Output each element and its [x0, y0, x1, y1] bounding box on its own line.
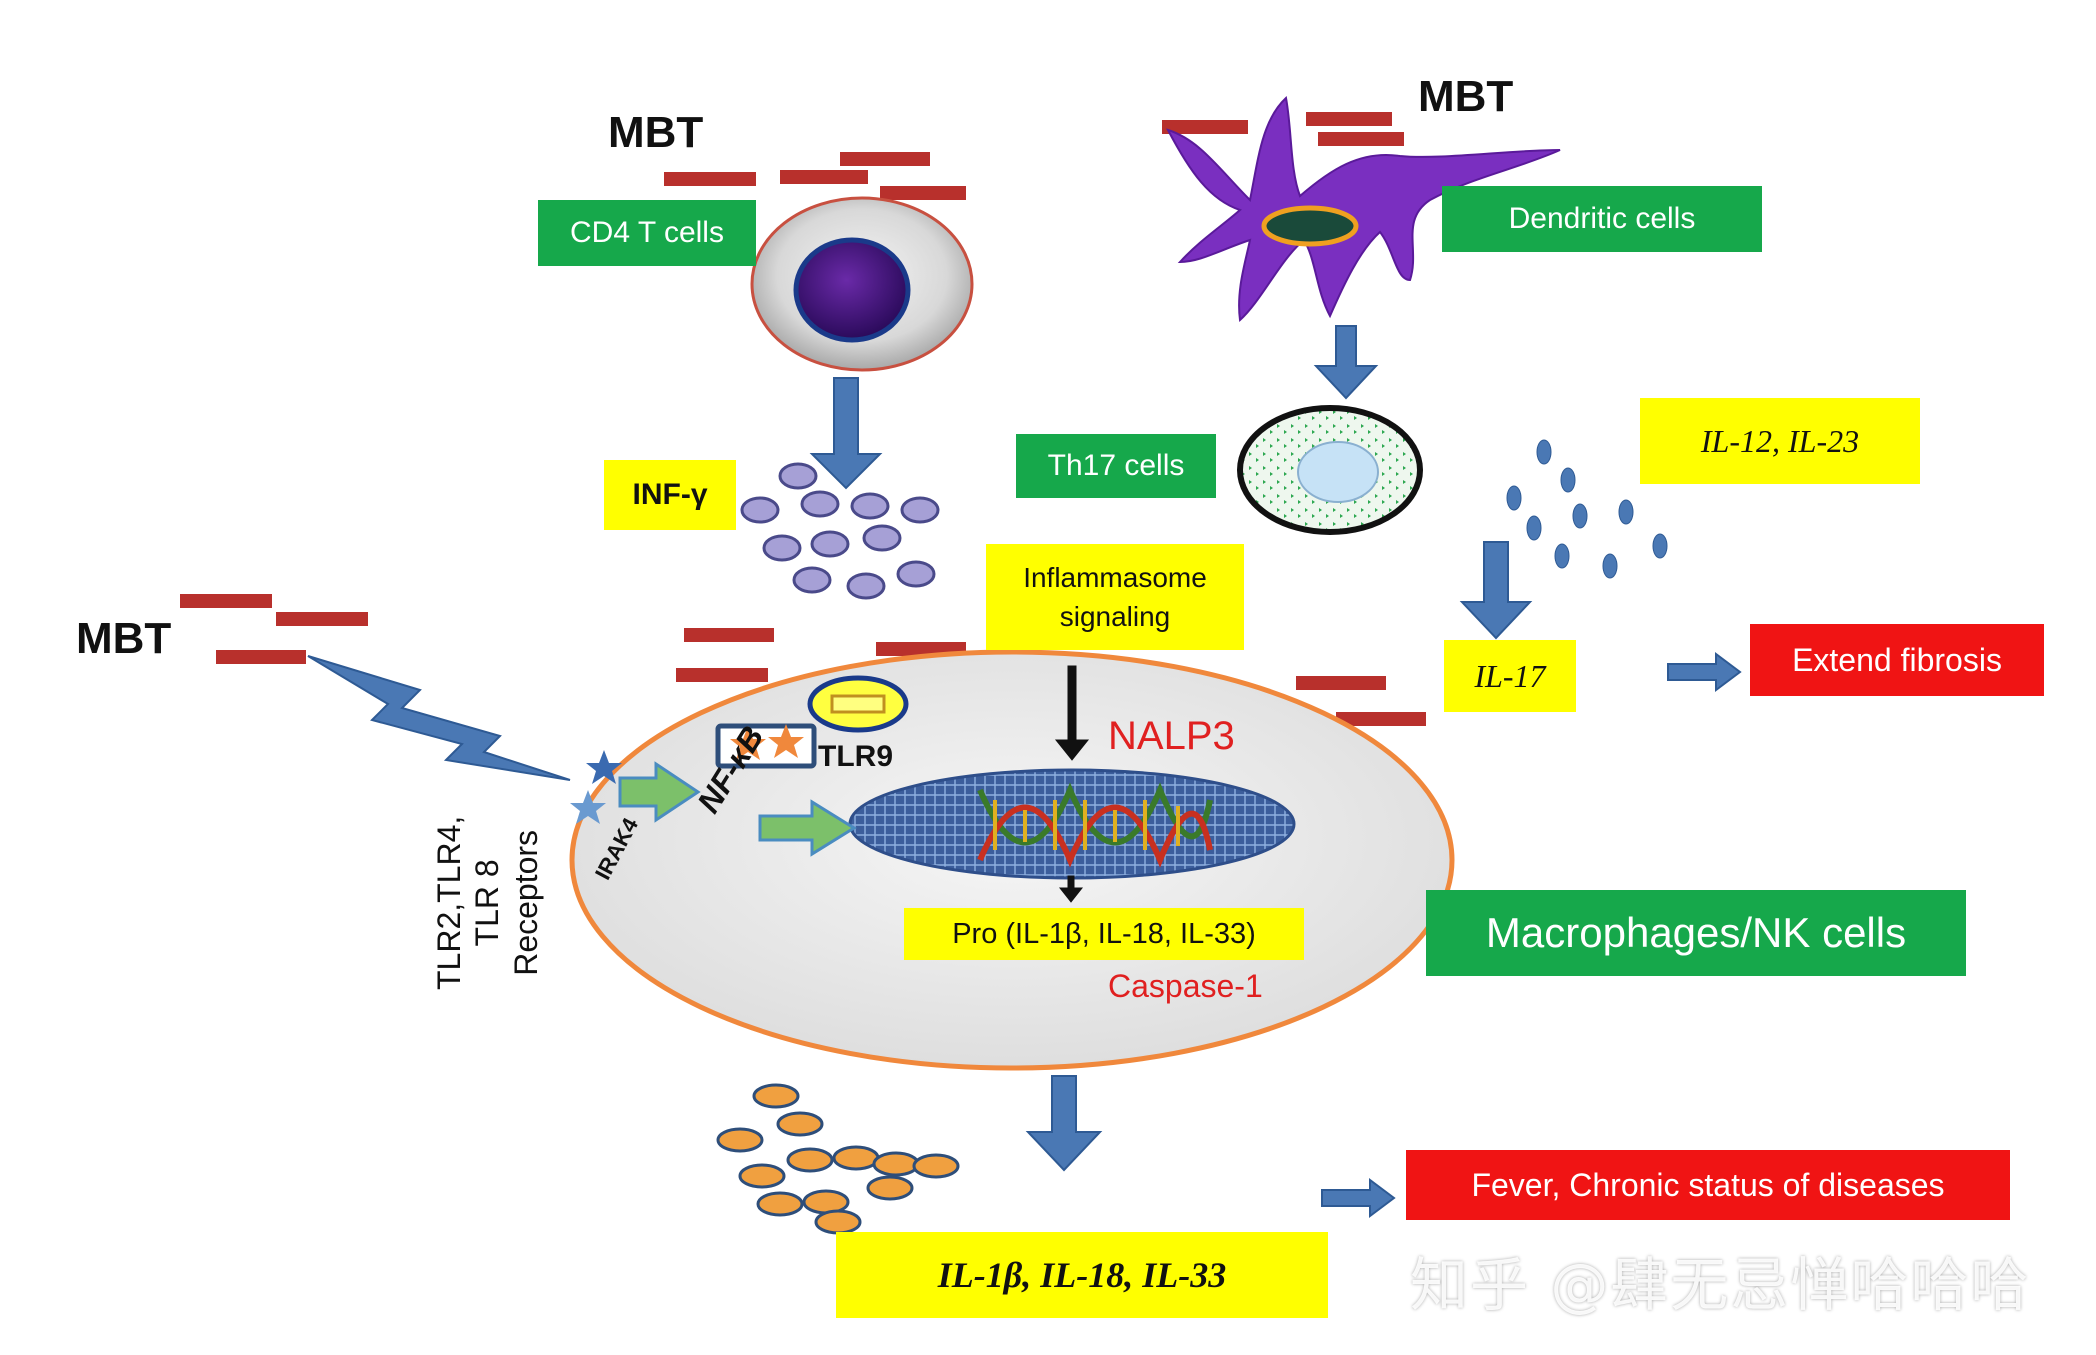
green-arrow-2: [758, 799, 857, 857]
macrophages-nk-cells-label: Macrophages/NK cells: [1426, 890, 1966, 976]
il12-il23-particles: [1506, 439, 1668, 579]
macrophage-cell: [569, 649, 1455, 1071]
inflammasome-signaling-label: Inflammasome signaling: [986, 544, 1244, 650]
dendritic-cell: [1165, 96, 1561, 323]
receptor-star-2: [570, 790, 606, 824]
th17-cell: [1237, 405, 1423, 535]
tlr9-star-1: [730, 726, 766, 760]
il12-il23-label: IL-12, IL-23: [1640, 398, 1920, 484]
inflammasome-line-2: signaling: [1059, 601, 1171, 632]
secreted-cytokine-particles: [716, 1083, 960, 1235]
fever-chronic-status-label: Fever, Chronic status of diseases: [1406, 1150, 2010, 1220]
lightning-bolt: [307, 655, 571, 781]
pro-cytokines-label: Pro (IL-1β, IL-18, IL-33): [904, 908, 1304, 960]
cd4-t-cell: [750, 196, 974, 372]
caspase-1-label: Caspase-1: [1108, 968, 1263, 1004]
inf-gamma-particles: [740, 462, 940, 600]
il17-label: IL-17: [1444, 640, 1576, 712]
tlr9-star-2: [768, 724, 804, 758]
receptors-label: TLR2,TLR4, TLR 8 Receptors: [430, 816, 545, 990]
receptors-line-2: TLR 8: [469, 859, 506, 947]
receptors-line-1: TLR2,TLR4,: [431, 815, 467, 990]
mbt-label-left: MBT: [76, 614, 172, 663]
tlr9-label: TLR9: [818, 740, 893, 773]
nalp3-label: NALP3: [1108, 714, 1235, 758]
green-arrow-1: [618, 761, 701, 823]
receptor-star-1: [586, 750, 622, 784]
cd4-t-cells-label: CD4 T cells: [538, 200, 756, 266]
inflammasome-line-1: Inflammasome: [1023, 561, 1207, 593]
mbt-label-top-left: MBT: [608, 108, 704, 157]
inflammasome-structure: [807, 675, 909, 733]
black-arrows: [1054, 665, 1090, 903]
watermark: 知乎 @肆无忌惮哈哈哈: [1410, 1251, 2031, 1319]
mbt-label-top-right: MBT: [1418, 72, 1514, 121]
dna-helix: [977, 782, 1213, 868]
dendritic-cells-label: Dendritic cells: [1442, 186, 1762, 252]
th17-cells-label: Th17 cells: [1016, 434, 1216, 498]
extend-fibrosis-label: Extend fibrosis: [1750, 624, 2044, 696]
receptors-line-3: Receptors: [507, 829, 544, 976]
inf-gamma-label: INF-γ: [604, 460, 736, 530]
il1b-il18-il33-label: IL-1β, IL-18, IL-33: [836, 1232, 1328, 1318]
